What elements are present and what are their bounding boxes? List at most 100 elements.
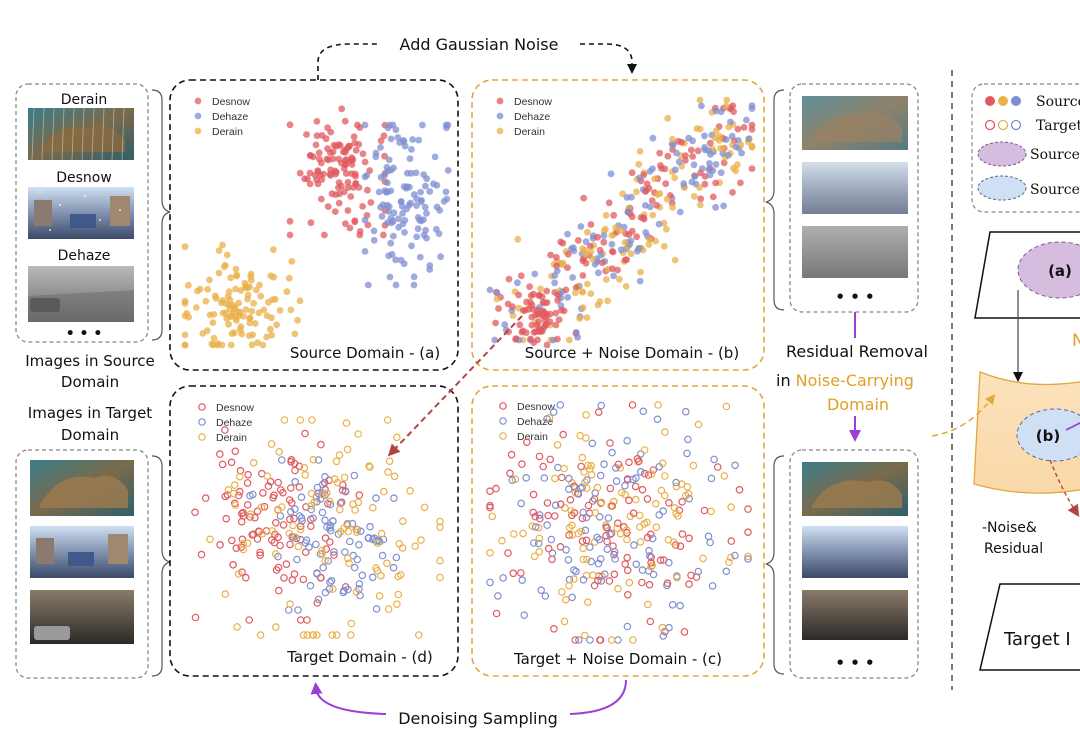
restored-bear-thumbnail [802, 462, 908, 516]
legend-blue-ellipse [977, 175, 1027, 201]
point-desnow [279, 521, 288, 529]
residual-line2: in Noise-Carrying [776, 371, 914, 390]
point-noisy-target [486, 548, 494, 557]
point-derain [283, 288, 291, 296]
point-dehaze [306, 581, 315, 590]
point-dehaze [423, 175, 431, 183]
point-noisy-target [606, 439, 614, 447]
panel-d-frame [169, 385, 459, 677]
point-noisy-target [606, 530, 614, 539]
point-noisy-target [600, 460, 608, 469]
point-noisy-target [613, 519, 622, 528]
point-noisy-target [661, 627, 669, 636]
panel-a-title: Source Domain - (a) [290, 344, 440, 362]
point-dehaze [355, 580, 364, 588]
point-dehaze [415, 136, 423, 144]
point-noisy [669, 135, 676, 143]
point-noisy-target [625, 458, 633, 467]
point-derain [396, 570, 405, 579]
point-derain [263, 472, 272, 481]
point-dehaze [311, 540, 320, 549]
point-noisy [559, 259, 567, 267]
point-noisy-target [590, 495, 599, 503]
point-noisy-target [635, 523, 644, 531]
point-desnow [216, 450, 224, 458]
target-images-group: Images in Target Domain [15, 404, 171, 679]
point-noisy-target [494, 592, 502, 600]
point-noisy-target [726, 553, 735, 562]
point-noisy-target [543, 415, 551, 423]
point-desnow [286, 231, 294, 239]
noisy-ellipsis: • • • [835, 288, 874, 306]
point-noisy [565, 336, 573, 344]
target-street-thumbnail [30, 526, 134, 578]
panel-b-scatter [486, 96, 756, 349]
point-noisy [584, 228, 591, 236]
point-noisy-target [744, 555, 752, 563]
point-noisy-target [623, 436, 632, 445]
point-derain [232, 265, 240, 273]
point-noisy [712, 179, 719, 187]
point-dehaze [385, 156, 393, 164]
point-noisy [722, 136, 730, 144]
point-noisy [635, 160, 643, 168]
point-noisy-target [539, 462, 548, 471]
point-noisy-target [486, 487, 494, 496]
point-desnow [538, 293, 546, 301]
source-dot-red [985, 96, 995, 106]
point-noisy [604, 297, 612, 305]
point-dehaze [297, 493, 306, 502]
point-noisy [720, 159, 728, 167]
point-noisy-target [731, 551, 739, 560]
point-derain [345, 559, 353, 568]
point-noisy [675, 158, 683, 166]
residual-line3: Domain [827, 395, 889, 414]
point-dehaze [319, 563, 328, 572]
point-noisy-target [629, 475, 637, 484]
point-noisy-target [551, 501, 560, 510]
target-brace [151, 455, 171, 677]
point-derain [244, 295, 252, 303]
point-dehaze [326, 500, 335, 509]
point-desnow [327, 171, 334, 179]
point-desnow [324, 203, 332, 211]
point-dehaze [344, 585, 352, 594]
point-noisy [564, 250, 572, 258]
point-noisy [661, 165, 669, 173]
point-derain [267, 272, 275, 280]
point-dehaze [431, 153, 439, 161]
point-noisy-target [584, 501, 593, 510]
point-noisy-target [591, 508, 600, 517]
point-derain [384, 605, 393, 613]
point-noisy-target [561, 595, 570, 604]
point-noisy [734, 125, 742, 133]
point-desnow [227, 458, 236, 467]
point-noisy-target [557, 473, 566, 482]
point-noisy-target [727, 503, 735, 511]
point-dehaze [326, 578, 334, 587]
point-derain [285, 529, 294, 538]
point-noisy [493, 295, 501, 303]
point-desnow [359, 203, 366, 210]
point-noisy-target [535, 452, 544, 461]
target-box-label: Target I [1003, 629, 1071, 650]
point-derain [296, 525, 305, 534]
point-noisy-target [612, 477, 621, 486]
point-dehaze [403, 183, 411, 191]
point-noisy-target [646, 617, 655, 626]
point-dehaze [413, 195, 420, 203]
point-noisy-target [654, 401, 662, 409]
point-dehaze [298, 517, 306, 525]
point-dehaze [356, 591, 364, 600]
point-desnow [303, 131, 310, 138]
point-desnow [221, 426, 229, 434]
point-derain [206, 535, 214, 544]
legend-marker [499, 417, 507, 425]
legend-marker [198, 433, 206, 441]
point-noisy-target [631, 482, 640, 491]
point-desnow [269, 493, 277, 502]
point-dehaze [334, 530, 343, 538]
point-desnow [554, 296, 561, 304]
point-desnow [317, 440, 325, 449]
point-noisy [627, 250, 635, 258]
